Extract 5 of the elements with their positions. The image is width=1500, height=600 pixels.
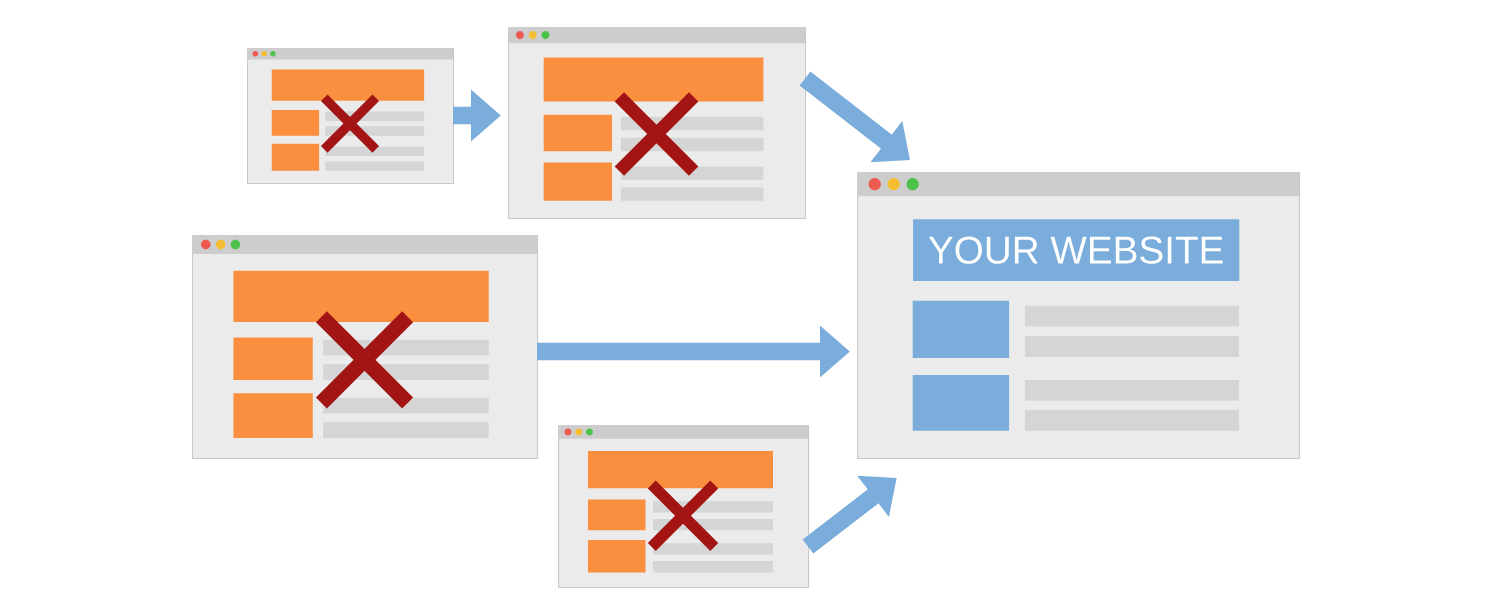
browser-window-drawing [192,235,539,460]
website-banner: YOUR WEBSITE [913,219,1240,282]
browser-window-drawing [558,425,810,589]
browser-window-drawing [508,27,807,220]
browser-window-drawing [247,48,455,185]
